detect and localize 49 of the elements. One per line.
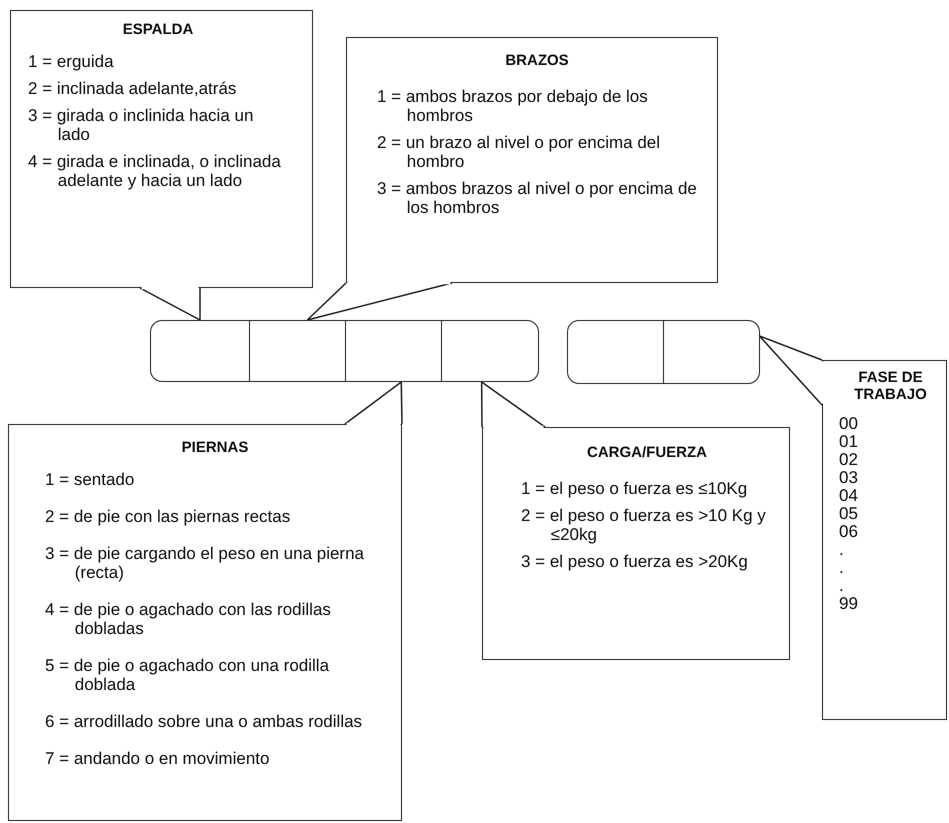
code-item: 1 = el peso o fuerza es ≤10Kg [521, 479, 748, 498]
code-item: . [839, 559, 845, 577]
code-item: 3 = el peso o fuerza es >20Kg [521, 552, 749, 571]
code-item: 99 [839, 595, 859, 613]
code-item: 2 = un brazo al nivel o por encima del hombro [377, 133, 662, 171]
code-item: 2 = inclinada adelante,atrás [28, 79, 238, 98]
callout-heading: PIERNAS [180, 439, 250, 456]
callout-box [482, 427, 790, 660]
code-cell [567, 320, 664, 384]
code-item: . [839, 577, 845, 595]
code-item: 2 = de pie con las piernas rectas [45, 507, 292, 526]
callout-pointer [306, 282, 453, 321]
callout-box [8, 424, 402, 821]
callout-heading: ESPALDA [122, 21, 194, 38]
code-item: 4 = de pie o agachado con las rodillas dobladas [45, 600, 332, 638]
callout-heading: BRAZOS [504, 52, 570, 69]
code-cell [345, 320, 442, 382]
callout-pointer [480, 381, 546, 428]
code-item: 2 = el peso o fuerza es >10 Kg y ≤20kg [521, 506, 767, 544]
code-item: 1 = erguida [28, 52, 115, 71]
code-item: 7 = andando o en movimiento [45, 749, 270, 768]
code-item: . [839, 541, 845, 559]
code-item: 1 = sentado [45, 470, 136, 489]
callout-pointer [139, 287, 201, 321]
callout-box [10, 10, 313, 288]
callout-heading: CARGA/FUERZA [586, 444, 708, 461]
code-item: 3 = ambos brazos al nivel o por encima de los hombros [377, 179, 697, 217]
code-item: 01 [839, 433, 859, 451]
callout-heading: FASE DE TRABAJO [853, 369, 928, 403]
code-item: 1 = ambos brazos por debajo de los hombros [377, 87, 649, 125]
code-item: 05 [839, 505, 859, 523]
code-cell [248, 320, 346, 382]
code-item: 6 = arrodillado sobre una o ambas rodillas [45, 712, 364, 731]
code-cell [150, 320, 250, 382]
code-item: 06 [839, 523, 859, 541]
callout-pointer [758, 335, 823, 406]
code-item: 02 [839, 451, 859, 469]
callout-box [346, 37, 718, 283]
code-cell [440, 320, 538, 382]
code-item: 03 [839, 469, 859, 487]
callout-pointer [344, 381, 403, 425]
code-item: 00 [839, 415, 859, 433]
code-item: 5 = de pie o agachado con una rodilla doblada [45, 656, 330, 694]
code-item: 3 = girada o inclinida hacia un lado [28, 106, 254, 144]
code-item: 4 = girada e inclinada, o inclinada adelante y hacia un lado [28, 152, 282, 190]
callout-box [822, 360, 947, 720]
code-cell [662, 320, 760, 384]
code-item: 3 = de pie cargando el peso en una pierna (recta) [45, 544, 365, 582]
code-item: 04 [839, 487, 859, 505]
